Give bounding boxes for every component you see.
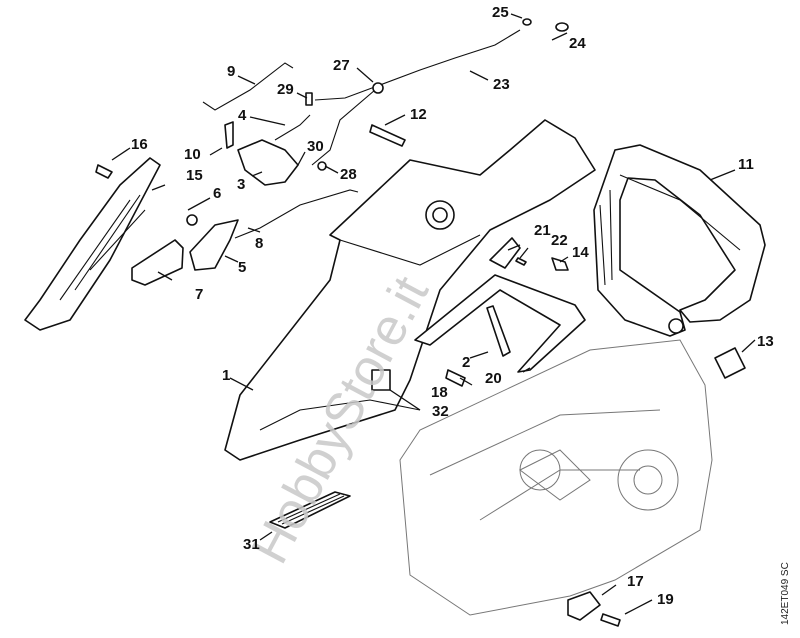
callout-29: 29 [277, 81, 294, 98]
callout-28: 28 [340, 166, 357, 183]
part-19-screw [600, 613, 621, 627]
callout-4: 4 [238, 107, 247, 124]
callout-1: 1 [222, 367, 231, 384]
callout-24: 24 [569, 35, 586, 52]
part-8-rod [234, 189, 359, 239]
part-23-cable [311, 29, 521, 166]
callout-19: 19 [657, 591, 674, 608]
part-7-lever [131, 239, 184, 286]
callout-27: 27 [333, 57, 350, 74]
part-24-terminal [555, 22, 569, 32]
callout-7: 7 [195, 286, 204, 303]
part-25-terminal [522, 18, 532, 26]
part-5-trigger [189, 219, 239, 271]
callout-23: 23 [493, 76, 510, 93]
part-22-screw [515, 257, 527, 266]
callout-14: 14 [572, 244, 589, 261]
callout-5: 5 [238, 259, 247, 276]
part-32-label [371, 369, 391, 391]
part-3-switch [237, 139, 299, 186]
drawing-code: 142ET049 SC [780, 562, 791, 625]
part-10-lever [224, 121, 234, 149]
callout-17: 17 [627, 573, 644, 590]
part-21-bracket [489, 237, 521, 269]
callout-20: 20 [485, 370, 502, 387]
callout-25: 25 [492, 4, 509, 21]
callout-21: 21 [534, 222, 551, 239]
part-12-screw [369, 124, 406, 147]
part-18-bolt [445, 369, 466, 387]
callout-13: 13 [757, 333, 774, 350]
part-14-screw [551, 257, 569, 271]
part-27-grommet [372, 82, 384, 94]
part-29-connector [305, 92, 313, 106]
leader-lines [111, 13, 756, 615]
callout-2: 2 [462, 354, 471, 371]
callout-8: 8 [255, 235, 264, 252]
part-16-screw [95, 164, 113, 179]
callout-10: 10 [184, 146, 201, 163]
part-6-spring [186, 214, 198, 226]
callout-22: 22 [551, 232, 568, 249]
callout-3: 3 [237, 176, 246, 193]
part-1-rear-handle [224, 119, 596, 461]
callout-18: 18 [431, 384, 448, 401]
part-4-wire [274, 114, 311, 141]
callout-31: 31 [243, 536, 260, 553]
part-15-cover [24, 157, 161, 331]
part-2-bolt [486, 305, 511, 357]
part-28-grommet [317, 161, 327, 171]
part-13-buffer [714, 347, 746, 379]
part-11-front-handle [593, 144, 766, 337]
callout-6: 6 [213, 185, 222, 202]
callout-32: 32 [432, 403, 449, 420]
callout-12: 12 [410, 106, 427, 123]
callout-11: 11 [738, 156, 754, 173]
engine-block [399, 339, 713, 616]
part-31-label [269, 491, 351, 529]
part-17-clip [567, 591, 601, 621]
part-9-rod [202, 62, 294, 111]
callout-16: 16 [131, 136, 148, 153]
callout-9: 9 [227, 63, 236, 80]
callout-15: 15 [186, 167, 203, 184]
callout-30: 30 [307, 138, 324, 155]
